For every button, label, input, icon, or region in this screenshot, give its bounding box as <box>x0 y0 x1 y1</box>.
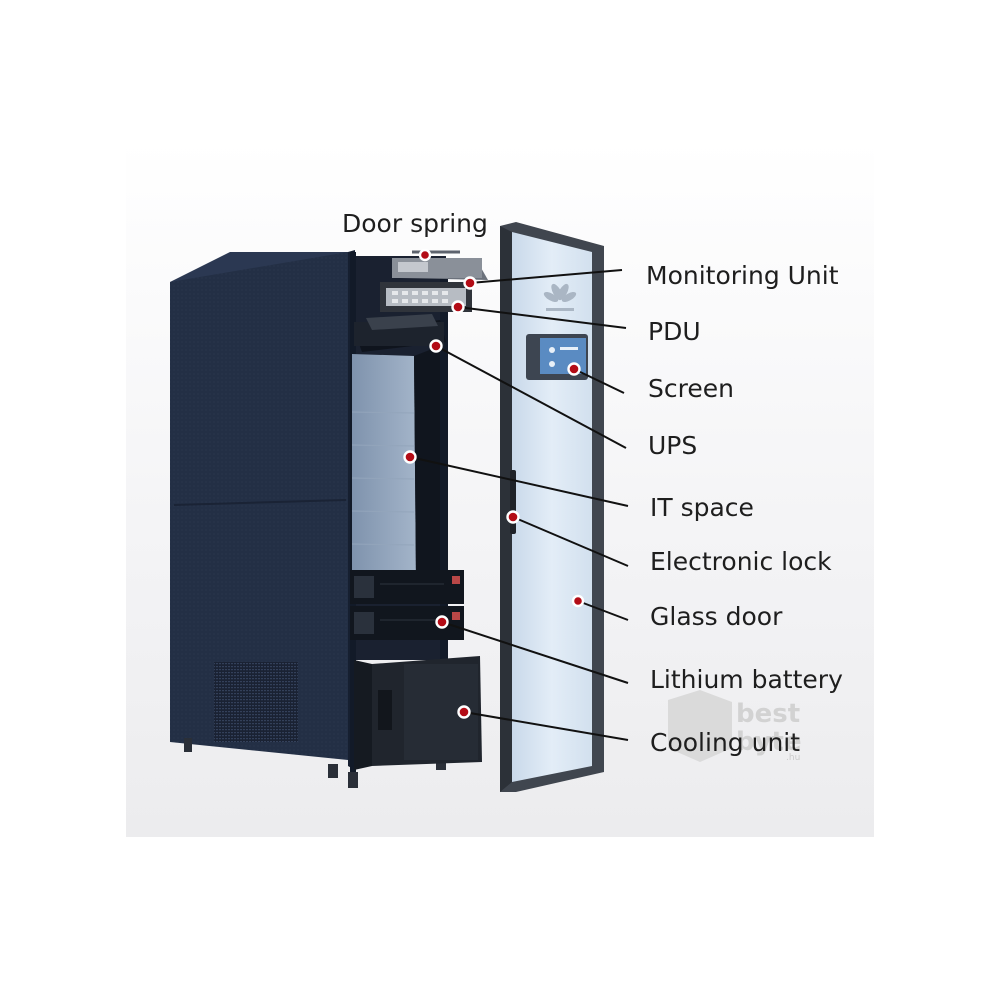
electronic-lock-marker <box>506 510 520 524</box>
watermark-line1: best <box>736 699 800 729</box>
callout-cooling-unit: Cooling unit <box>457 705 800 757</box>
cooling-unit-marker <box>457 705 471 719</box>
monitoring-unit-marker <box>463 276 477 290</box>
screen-label: Screen <box>648 374 734 403</box>
glass-door-marker <box>571 594 585 608</box>
watermark-line2: byte <box>736 727 802 757</box>
it-space-label: IT space <box>650 493 754 522</box>
glass-door-panel <box>500 222 604 792</box>
brand-logo-icon <box>543 283 577 311</box>
door-spring-label: Door spring <box>342 209 488 238</box>
lithium-battery-label: Lithium battery <box>650 665 843 694</box>
glass-door-label: Glass door <box>650 602 783 631</box>
watermark-suffix: .hu <box>786 753 800 763</box>
monitoring-unit-leader <box>469 269 623 284</box>
ups-module <box>354 314 446 352</box>
callout-ups: UPS <box>429 339 697 460</box>
callouts: Door spring Monitoring Unit PDU Screen U… <box>342 209 843 757</box>
door-spring-marker <box>418 248 432 262</box>
callout-screen: Screen <box>567 362 734 403</box>
cabinet-side-panel <box>170 252 348 760</box>
monitoring-unit-module <box>392 250 488 280</box>
side-vent <box>214 662 298 742</box>
electronic-lock-label: Electronic lock <box>650 547 832 576</box>
it-space-bay <box>351 346 440 582</box>
callout-it-space: IT space <box>403 450 754 522</box>
cooling-unit-leader <box>463 711 629 741</box>
callout-lithium-battery: Lithium battery <box>435 615 843 694</box>
callout-pdu: PDU <box>451 300 701 346</box>
it-space-marker <box>403 450 417 464</box>
ups-leader <box>435 345 627 449</box>
callout-electronic-lock: Electronic lock <box>506 510 832 576</box>
screen-marker <box>567 362 581 376</box>
callout-door-spring: Door spring <box>342 209 488 262</box>
pdu-marker <box>451 300 465 314</box>
callout-glass-door: Glass door <box>571 594 783 631</box>
callout-monitoring-unit: Monitoring Unit <box>463 261 839 290</box>
cooling-unit-label: Cooling unit <box>650 728 800 757</box>
glass-door-leader <box>577 600 629 621</box>
lithium-battery-marker <box>435 615 449 629</box>
cooling-unit-module <box>354 656 482 770</box>
pdu-label: PDU <box>648 317 701 346</box>
monitoring-unit-label: Monitoring Unit <box>646 261 839 290</box>
it-space-leader <box>409 456 629 507</box>
screen-leader <box>573 368 625 394</box>
lithium-battery-leader <box>441 621 629 684</box>
pdu-leader <box>457 306 627 329</box>
ups-marker <box>429 339 443 353</box>
electronic-lock-leader <box>512 516 629 567</box>
watermark: best byte .hu <box>668 690 802 763</box>
ups-label: UPS <box>648 431 697 460</box>
